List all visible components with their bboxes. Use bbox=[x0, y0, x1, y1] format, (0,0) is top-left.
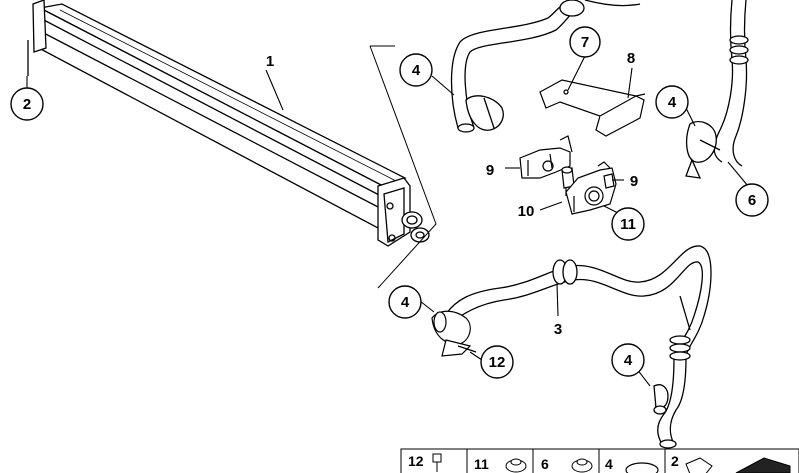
callout-8: 8 bbox=[627, 50, 635, 67]
callout-4-top-left: 4 bbox=[399, 53, 433, 87]
upper-feed-hose bbox=[685, 0, 749, 179]
svg-text:1: 1 bbox=[266, 53, 274, 70]
svg-text:3: 3 bbox=[554, 321, 562, 338]
lower-left-fitting bbox=[431, 310, 477, 357]
arrow-icon bbox=[735, 457, 791, 473]
hose-clip-right bbox=[565, 161, 617, 215]
callout-9-right: 9 bbox=[630, 173, 638, 190]
callout-7: 7 bbox=[569, 26, 601, 58]
svg-text:2: 2 bbox=[23, 96, 31, 113]
callout-6: 6 bbox=[735, 183, 769, 217]
lower-hose bbox=[445, 245, 712, 449]
callout-4-bottom-right: 4 bbox=[611, 343, 645, 377]
bolt-icon bbox=[432, 453, 442, 472]
callout-1: 1 bbox=[266, 53, 274, 70]
nut-icon bbox=[571, 458, 593, 473]
bracket bbox=[539, 79, 646, 137]
callout-11: 11 bbox=[611, 207, 645, 241]
parts-legend: 12 11 6 4 2 bbox=[400, 448, 799, 473]
legend-item-6: 6 bbox=[541, 456, 549, 472]
seal-ring-icon bbox=[625, 462, 659, 473]
svg-text:9: 9 bbox=[630, 173, 638, 190]
svg-text:6: 6 bbox=[748, 192, 756, 209]
svg-text:4: 4 bbox=[624, 352, 633, 369]
svg-text:7: 7 bbox=[581, 34, 589, 51]
callout-10: 10 bbox=[518, 203, 535, 220]
legend-item-2: 2 bbox=[671, 453, 679, 469]
leader-lines bbox=[26, 55, 749, 387]
svg-text:4: 4 bbox=[668, 94, 677, 111]
hose-clip-left bbox=[519, 135, 573, 179]
legend-item-12: 12 bbox=[408, 453, 424, 469]
callout-4-top-right: 4 bbox=[655, 85, 689, 119]
svg-text:4: 4 bbox=[412, 62, 421, 79]
callout-2: 2 bbox=[10, 87, 44, 121]
nut-icon bbox=[505, 458, 527, 473]
legend-item-11: 11 bbox=[474, 456, 489, 472]
upper-return-hose bbox=[450, 0, 641, 133]
callout-4-bottom-left: 4 bbox=[388, 285, 422, 319]
svg-text:8: 8 bbox=[627, 50, 635, 67]
legend-item-4: 4 bbox=[605, 456, 613, 472]
callout-3: 3 bbox=[554, 321, 562, 338]
callout-12: 12 bbox=[480, 345, 514, 379]
svg-text:9: 9 bbox=[486, 162, 494, 179]
callout-9-left: 9 bbox=[486, 162, 494, 179]
svg-text:10: 10 bbox=[518, 203, 535, 220]
svg-text:12: 12 bbox=[489, 354, 506, 371]
oil-cooler bbox=[27, 0, 437, 289]
svg-text:11: 11 bbox=[620, 216, 636, 233]
clip-icon bbox=[685, 457, 713, 473]
svg-text:4: 4 bbox=[401, 294, 410, 311]
